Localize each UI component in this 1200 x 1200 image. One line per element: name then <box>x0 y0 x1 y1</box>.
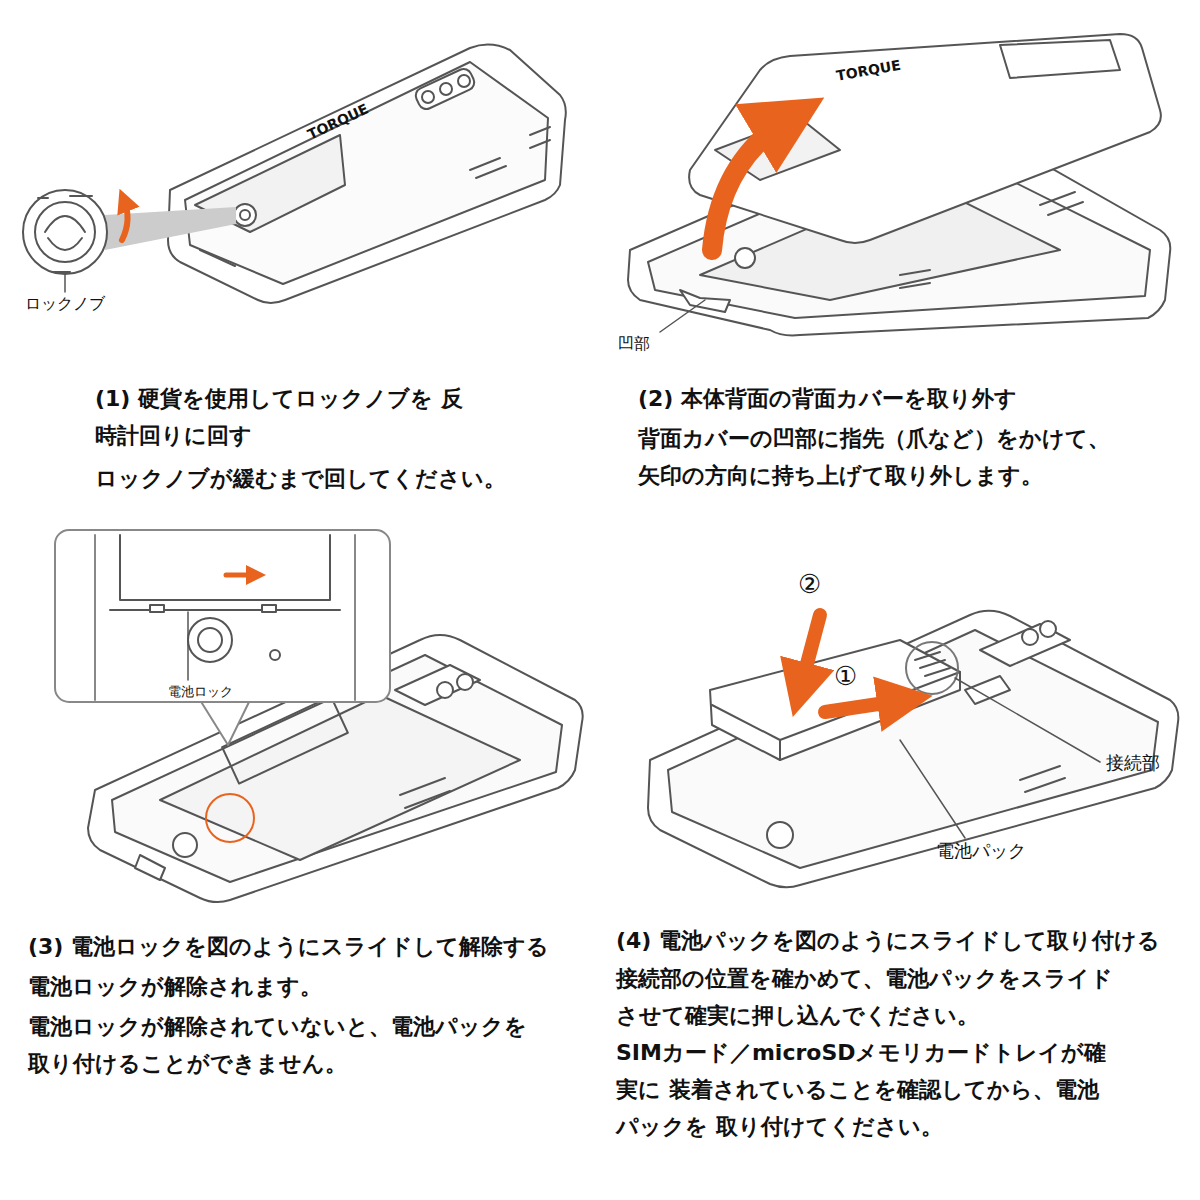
callout-number: ① <box>834 658 874 695</box>
lock-knob-inset <box>23 190 236 274</box>
part-name: 凹部 <box>618 334 698 353</box>
step-note: 電池ロックが解除されていないと、電池パックを 取り付けることができません。 <box>28 1008 528 1082</box>
step-heading: (1) 硬貨を使用してロックノブを 反時計回りに回す <box>95 380 467 454</box>
callout-number: ② <box>798 566 838 603</box>
brand-mark: TORQUE <box>305 86 403 143</box>
leader-line <box>660 300 705 332</box>
rotate-arrow <box>122 200 128 240</box>
slide-arrow <box>825 700 905 712</box>
brand-mark: TORQUE <box>835 51 936 85</box>
leader-line <box>900 740 965 838</box>
step-note: SIMカード／microSDメモリカードトレイが確実に 装着されていることを確認… <box>616 1034 1116 1145</box>
part-name: 接続部 <box>1106 752 1196 774</box>
battery-pack <box>710 640 960 760</box>
step-heading: (3) 電池ロックを図のようにスライドして解除する <box>28 928 588 965</box>
phone-figure <box>648 611 1178 888</box>
step-note: 背面カバーの凹部に指先（爪など）をかけて、 矢印の方向に持ち上げて取り外します。 <box>638 420 1138 494</box>
leader-line <box>955 678 1100 762</box>
part-name: ロックノブ <box>25 294 145 313</box>
phone-figure <box>168 44 566 303</box>
step-heading: (4) 電池パックを図のようにスライドして取り付ける <box>616 922 1196 959</box>
step-note: 接続部の位置を確かめて、電池パックをスライド させて確実に押し込んでください。 <box>616 960 1116 1034</box>
connector-circle <box>906 642 958 694</box>
highlight-circle <box>206 794 254 842</box>
lift-arrow <box>712 118 790 250</box>
part-name: 電池パック <box>936 840 1056 862</box>
step-note: 電池ロックが解除されます。 <box>28 968 548 1005</box>
leader-line <box>64 274 66 292</box>
battery-lock-inset <box>55 530 390 745</box>
push-arrow <box>800 615 820 690</box>
part-name: 電池ロック <box>168 684 268 700</box>
step-heading: (2) 本体背面の背面カバーを取り外す <box>638 380 1178 417</box>
slide-arrow <box>226 573 256 578</box>
step-note: ロックノブが緩むまで回してください。 <box>95 460 555 497</box>
